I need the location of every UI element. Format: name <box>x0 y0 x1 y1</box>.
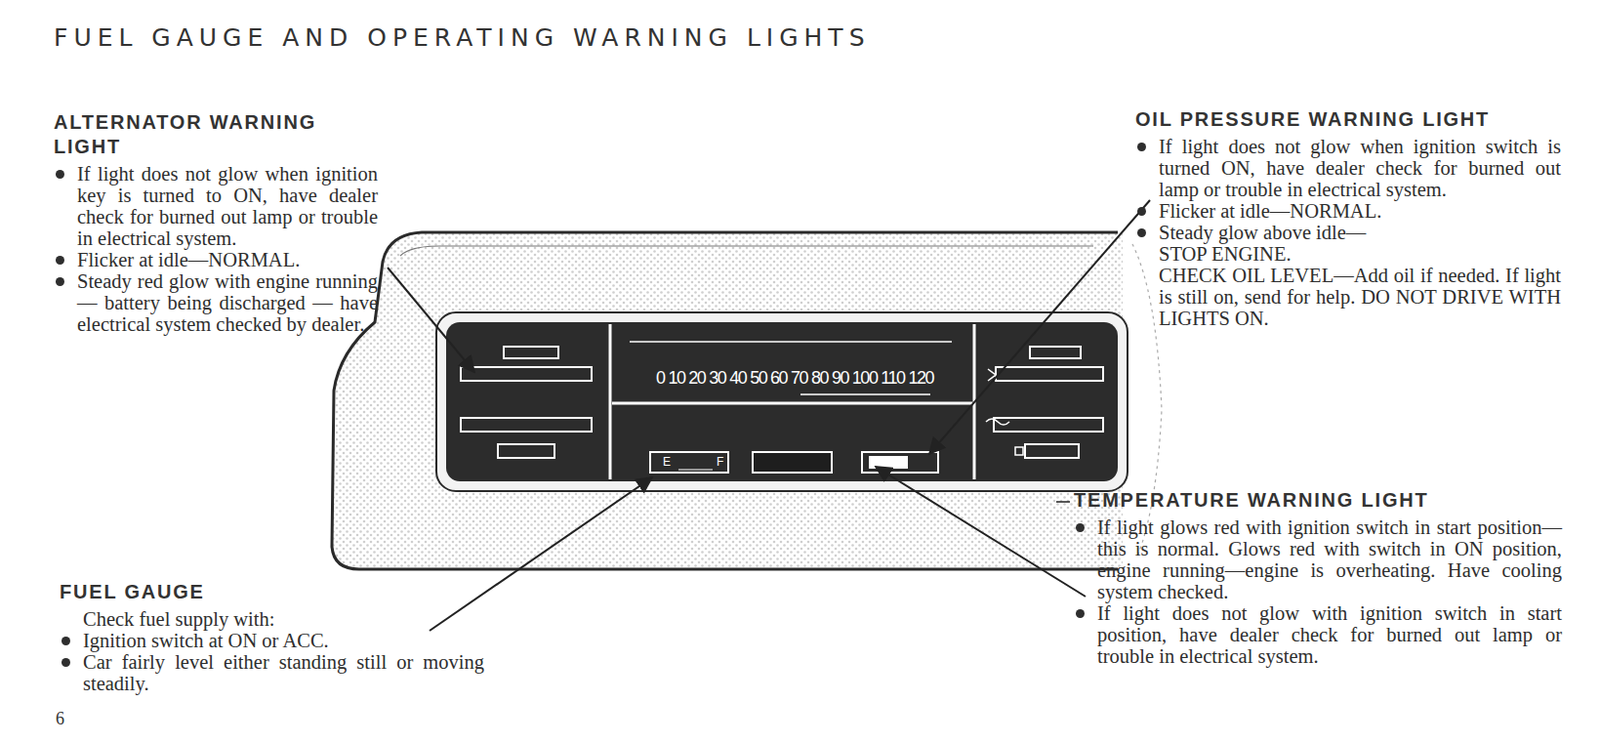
note-text: Check fuel supply with: <box>59 608 485 630</box>
bullet-dot <box>1075 523 1085 533</box>
callout-heading: FUEL GAUGE <box>59 579 485 605</box>
speed-number: 90 <box>831 368 849 388</box>
speed-number: 50 <box>749 368 767 388</box>
speed-number: 60 <box>770 368 787 388</box>
bullet-text: If light does not glow with ignition swi… <box>1097 602 1562 667</box>
bullet-item: Ignition switch at ON or ACC. <box>59 629 485 652</box>
bullet-item: If light does not glow when ignition key… <box>53 163 378 249</box>
bullet-dot <box>61 636 71 646</box>
bullet-item: Steady red glow with engine running — ba… <box>53 270 378 335</box>
bullet-text: Car fairly level either standing still o… <box>82 651 485 695</box>
bullet-dot <box>55 277 65 287</box>
bullet-dot <box>55 169 65 179</box>
fuel-gauge-mark: F <box>716 454 724 469</box>
speed-number: 0 <box>656 368 665 388</box>
page-number: 6 <box>55 708 65 730</box>
bullet-text: Ignition switch at ON or ACC. <box>82 629 329 652</box>
speed-number: 120 <box>907 368 934 388</box>
bullet-dot <box>1137 206 1147 216</box>
bullet-item: Steady glow above idle— <box>1135 221 1561 244</box>
bullet-dot <box>1075 609 1085 618</box>
bullet-item: Flicker at idle—NORMAL. <box>1135 200 1561 222</box>
bullet-item: If light does not glow with ignition swi… <box>1073 602 1562 667</box>
bullet-item: If light glows red with ignition switch … <box>1073 516 1562 603</box>
speed-number: 10 <box>667 368 685 388</box>
speed-number: 80 <box>811 368 828 388</box>
bullet-dot <box>55 255 65 265</box>
callout-heading: TEMPERATURE WARNING LIGHT <box>1073 488 1562 513</box>
bullet-text: Flicker at idle—NORMAL. <box>1158 200 1382 222</box>
speed-number: 40 <box>729 368 746 388</box>
bullet-text: If light glows red with ignition switch … <box>1097 516 1562 603</box>
bullet-text: Flicker at idle—NORMAL. <box>77 248 300 271</box>
speed-number: 100 <box>852 368 878 388</box>
callout-heading: ALTERNATOR WARNING LIGHT <box>53 110 378 160</box>
bullet-dot <box>61 657 71 667</box>
fuel-gauge-mark: E <box>662 454 671 469</box>
speed-number: 20 <box>688 368 705 388</box>
bullet-text: Steady red glow with engine running — ba… <box>77 270 378 335</box>
callout-text: OIL PRESSURE WARNING LIGHT If light does … <box>1135 107 1561 329</box>
bullet-dot <box>1137 228 1147 238</box>
note-text: CHECK OIL LEVEL—Add oil if needed. If li… <box>1135 264 1561 329</box>
bullet-text: If light does not glow when ignition swi… <box>1158 135 1561 201</box>
page-title: FUEL GAUGE AND OPERATING WARNING LIGHTS <box>53 23 871 52</box>
speedometer-scale: 0102030405060708090100110120 <box>656 368 934 388</box>
bullet-item: Flicker at idle—NORMAL. <box>53 248 378 271</box>
bullet-item: Car fairly level either standing still o… <box>59 651 485 695</box>
bullet-dot <box>1137 142 1147 152</box>
note-text: STOP ENGINE. <box>1135 243 1561 265</box>
bullet-text: If light does not glow when ignition key… <box>77 163 378 249</box>
callout-text: TEMPERATURE WARNING LIGHT If light glows … <box>1073 488 1562 667</box>
callout-text: ALTERNATOR WARNING LIGHTIf light does no… <box>53 110 378 335</box>
speed-number: 70 <box>790 368 808 388</box>
callout-text: FUEL GAUGE Check fuel supply with:Ignitio… <box>59 579 485 695</box>
speed-number: 30 <box>708 368 726 388</box>
callout-heading: OIL PRESSURE WARNING LIGHT <box>1135 107 1561 132</box>
speed-number: 110 <box>880 368 904 388</box>
bullet-text: Steady glow above idle— <box>1158 221 1366 244</box>
bullet-item: If light does not glow when ignition swi… <box>1135 135 1561 201</box>
